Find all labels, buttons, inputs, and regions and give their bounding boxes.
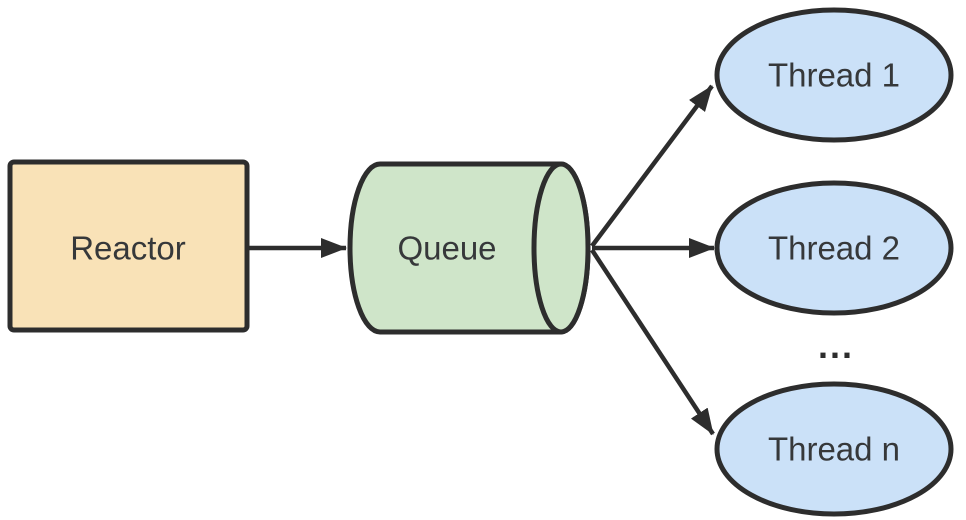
- thread1-shape: [714, 7, 954, 143]
- edge-queue-threadn: [590, 248, 715, 436]
- reactor-label: Reactor: [70, 230, 186, 267]
- arrow-queue-threadn: [590, 248, 715, 436]
- node-reactor: Reactor: [7, 159, 250, 333]
- node-thread1: Thread 1: [714, 7, 954, 143]
- arrow-queue-thread1: [590, 84, 714, 248]
- thread2-shape: [714, 180, 954, 316]
- node-threadn: Thread n: [714, 381, 954, 517]
- edge-queue-thread1: [590, 84, 714, 248]
- queue-end-ellipse: [531, 161, 591, 335]
- threadn-shape: [714, 381, 954, 517]
- node-thread2: Thread 2: [714, 180, 954, 316]
- reactor-shape: [7, 159, 250, 333]
- queue-label: Queue: [397, 230, 496, 267]
- threads-ellipsis-label: ...: [818, 325, 854, 366]
- thread2-label: Thread 2: [768, 230, 900, 267]
- node-queue: Queue: [347, 161, 591, 335]
- threadn-label: Thread n: [768, 431, 900, 468]
- thread1-label: Thread 1: [768, 57, 900, 94]
